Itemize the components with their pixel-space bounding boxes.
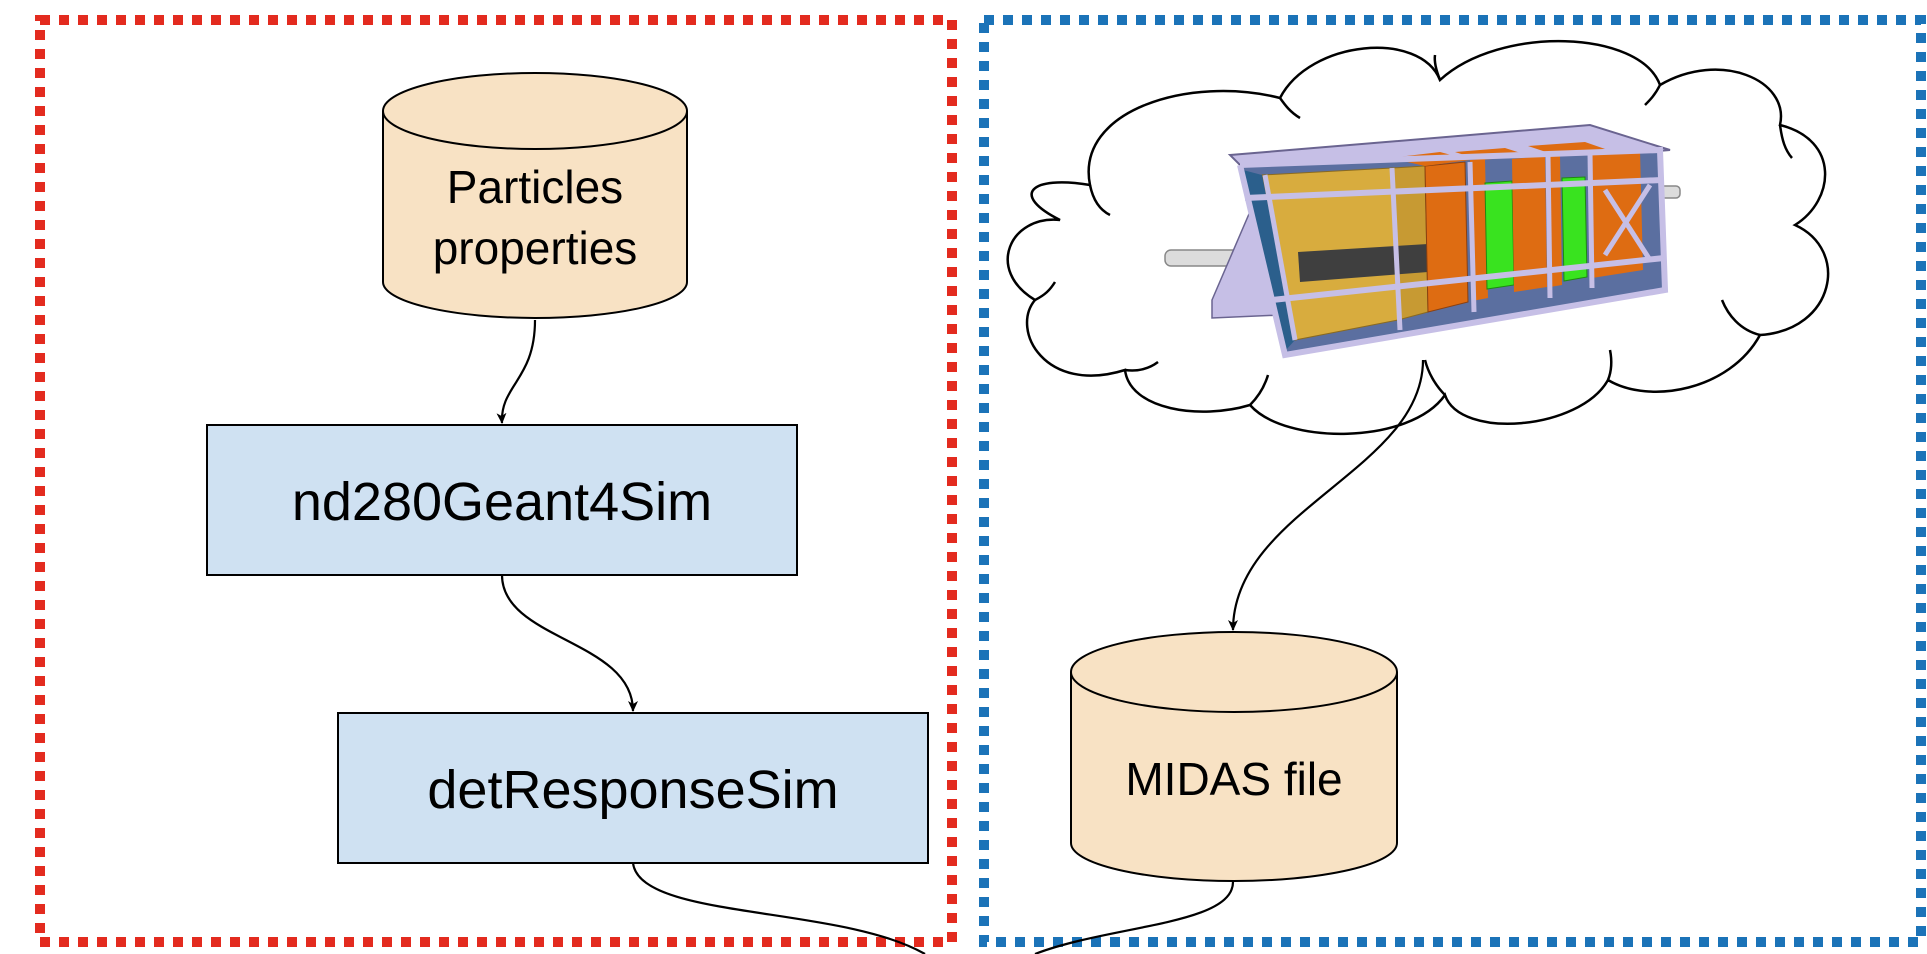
simulation-panel bbox=[35, 15, 957, 947]
detresponsesim-label: detResponseSim bbox=[427, 760, 838, 820]
connector-midas-to-bottom bbox=[1034, 881, 1235, 954]
connector-detresponse-to-bottom bbox=[631, 862, 926, 954]
arrow-geant4-to-detresponse bbox=[500, 574, 638, 712]
particles-properties-cylinder: Particles properties bbox=[382, 72, 688, 319]
nd280geant4sim-label: nd280Geant4Sim bbox=[292, 472, 712, 532]
data-panel bbox=[979, 15, 1926, 947]
particles-properties-label-line1: Particles bbox=[447, 161, 623, 213]
detresponsesim-box: detResponseSim bbox=[337, 712, 929, 864]
particles-properties-label-line2: properties bbox=[433, 222, 638, 274]
midas-file-label: MIDAS file bbox=[1125, 753, 1342, 805]
detector-illustration-icon bbox=[1164, 123, 1681, 359]
nd280geant4sim-box: nd280Geant4Sim bbox=[206, 424, 798, 576]
midas-file-cylinder: MIDAS file bbox=[1070, 631, 1398, 882]
arrow-particles-to-geant4 bbox=[496, 319, 537, 424]
arrow-detector-to-midas bbox=[1228, 359, 1425, 631]
